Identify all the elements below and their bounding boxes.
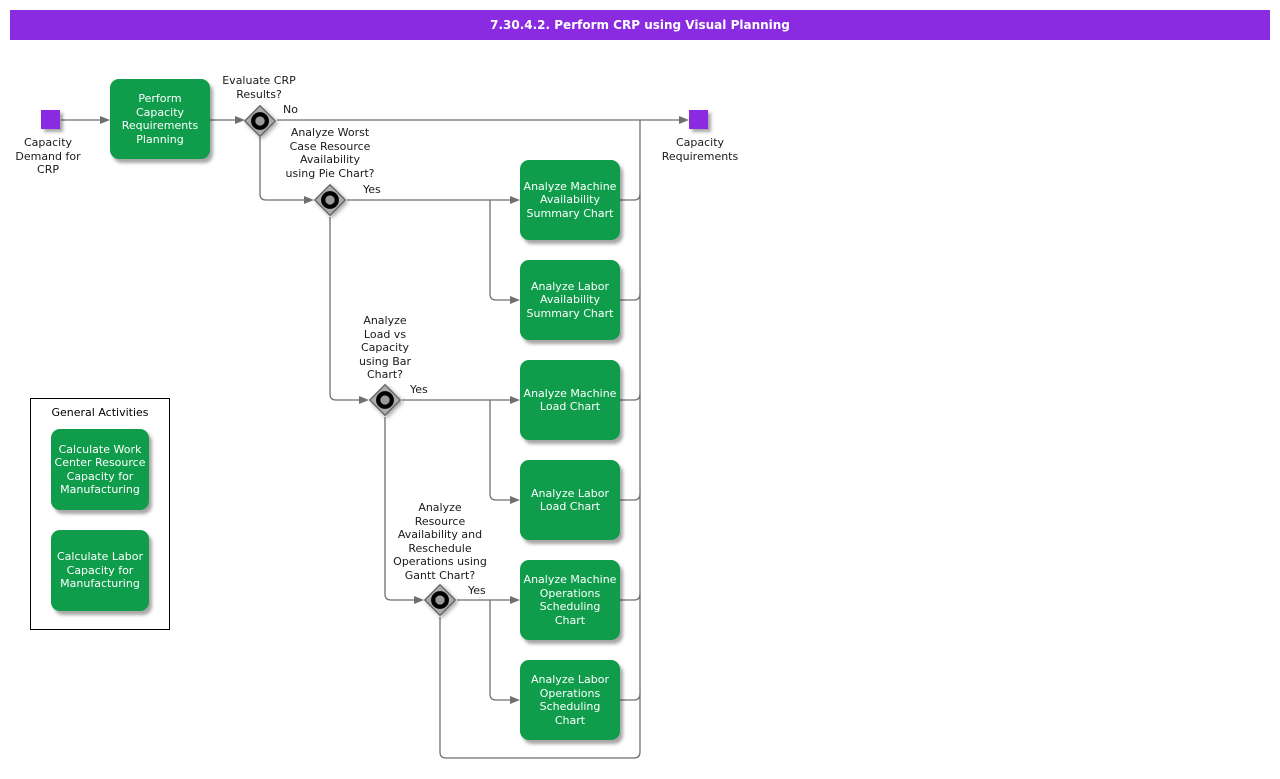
decision-evaluate-crp-results	[243, 104, 277, 138]
branch-label-yes-pie: Yes	[363, 183, 381, 196]
task-analyze-labor-availability-summary-chart[interactable]: Analyze Labor Availability Summary Chart	[520, 260, 620, 340]
decision-bar-chart-label: Analyze Load vs Capacity using Bar Chart…	[358, 314, 412, 381]
task-analyze-labor-load-chart[interactable]: Analyze Labor Load Chart	[520, 460, 620, 540]
start-event-label: Capacity Demand for CRP	[15, 136, 81, 176]
decision-pie-chart-label: Analyze Worst Case Resource Availability…	[285, 126, 375, 180]
task-analyze-labor-operations-scheduling-chart[interactable]: Analyze Labor Operations Scheduling Char…	[520, 660, 620, 740]
task-label: Analyze Labor Operations Scheduling Char…	[531, 673, 609, 727]
task-label: Calculate Work Center Resource Capacity …	[54, 442, 146, 497]
decision-evaluate-crp-results-label: Evaluate CRP Results?	[222, 74, 296, 101]
decision-diamond-icon	[313, 183, 347, 217]
task-label: Analyze Machine Load Chart	[523, 386, 617, 414]
end-event-node	[689, 110, 708, 129]
task-label: Calculate Labor Capacity for Manufacturi…	[57, 550, 143, 591]
general-activities-title: General Activities	[51, 406, 149, 419]
decision-diamond-icon	[243, 104, 277, 138]
task-label: Analyze Labor Availability Summary Chart	[526, 279, 614, 320]
task-label: Analyze Machine Operations Scheduling Ch…	[523, 573, 617, 627]
decision-bar-chart	[368, 383, 402, 417]
diagram-title: 7.30.4.2. Perform CRP using Visual Plann…	[490, 18, 790, 32]
task-analyze-machine-availability-summary-chart[interactable]: Analyze Machine Availability Summary Cha…	[520, 160, 620, 240]
diagram-title-bar: 7.30.4.2. Perform CRP using Visual Plann…	[10, 10, 1270, 40]
task-analyze-machine-operations-scheduling-chart[interactable]: Analyze Machine Operations Scheduling Ch…	[520, 560, 620, 640]
end-event-label: Capacity Requirements	[661, 136, 739, 163]
branch-label-yes-bar: Yes	[410, 383, 428, 396]
decision-diamond-icon	[423, 583, 457, 617]
task-analyze-machine-load-chart[interactable]: Analyze Machine Load Chart	[520, 360, 620, 440]
start-event-node	[41, 110, 60, 129]
decision-pie-chart	[313, 183, 347, 217]
decision-diamond-icon	[368, 383, 402, 417]
task-calculate-labor-capacity[interactable]: Calculate Labor Capacity for Manufacturi…	[51, 530, 149, 611]
branch-label-yes-gantt: Yes	[468, 584, 486, 597]
decision-gantt-chart	[423, 583, 457, 617]
task-perform-capacity-requirements-planning[interactable]: Perform Capacity Requirements Planning	[110, 79, 210, 159]
decision-gantt-chart-label: Analyze Resource Availability and Resche…	[393, 501, 487, 582]
task-label: Perform Capacity Requirements Planning	[121, 92, 199, 146]
task-label: Analyze Machine Availability Summary Cha…	[523, 179, 617, 220]
task-label: Analyze Labor Load Chart	[531, 486, 609, 514]
task-calculate-work-center-resource-capacity[interactable]: Calculate Work Center Resource Capacity …	[51, 429, 149, 510]
branch-label-no: No	[283, 103, 298, 116]
